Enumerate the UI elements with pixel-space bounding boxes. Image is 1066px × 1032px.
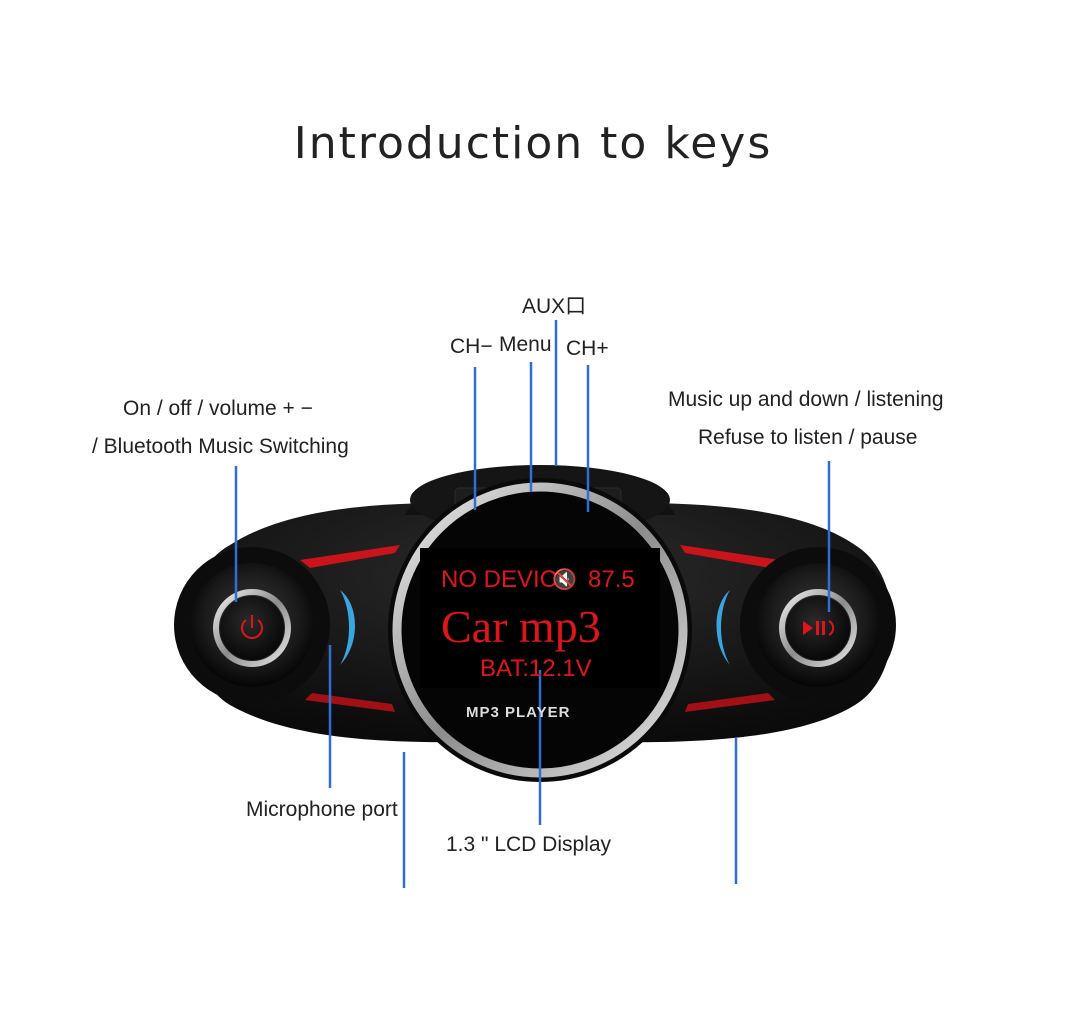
label-ch-plus: CH+: [566, 337, 609, 360]
label-music-line2: Refuse to listen / pause: [698, 426, 918, 449]
pointer-lines: [234, 320, 831, 888]
label-aux: AUX口: [522, 295, 587, 318]
red-accent: [680, 545, 780, 568]
label-ch-minus: CH−: [450, 335, 493, 358]
label-power-line2: / Bluetooth Music Switching: [92, 435, 349, 458]
brand-text: MP3 PLAYER: [466, 704, 571, 721]
label-menu: Menu: [499, 333, 552, 356]
label-lcd: 1.3 " LCD Display: [446, 833, 612, 856]
label-music-line1: Music up and down / listening: [668, 388, 944, 411]
label-microphone: Microphone port: [246, 798, 398, 821]
play-pause-icon[interactable]: [803, 620, 835, 636]
lcd-battery: BAT:12.1V: [480, 655, 592, 682]
red-accent: [300, 545, 400, 568]
lcd-frequency: 87.5: [588, 566, 635, 593]
blue-accent: [716, 590, 730, 665]
lcd-main-text: Car mp3: [441, 601, 601, 652]
page-title: Introduction to keys: [293, 118, 773, 169]
blue-accent: [340, 590, 355, 665]
power-icon[interactable]: [241, 615, 263, 639]
mute-icon: 🔇: [552, 569, 577, 591]
red-accent: [685, 693, 775, 712]
label-power-line1: On / off / volume + −: [123, 397, 313, 420]
red-accent: [305, 693, 395, 712]
lcd-status: NO DEVICE: [441, 566, 574, 593]
lcd-screen: [420, 548, 660, 688]
